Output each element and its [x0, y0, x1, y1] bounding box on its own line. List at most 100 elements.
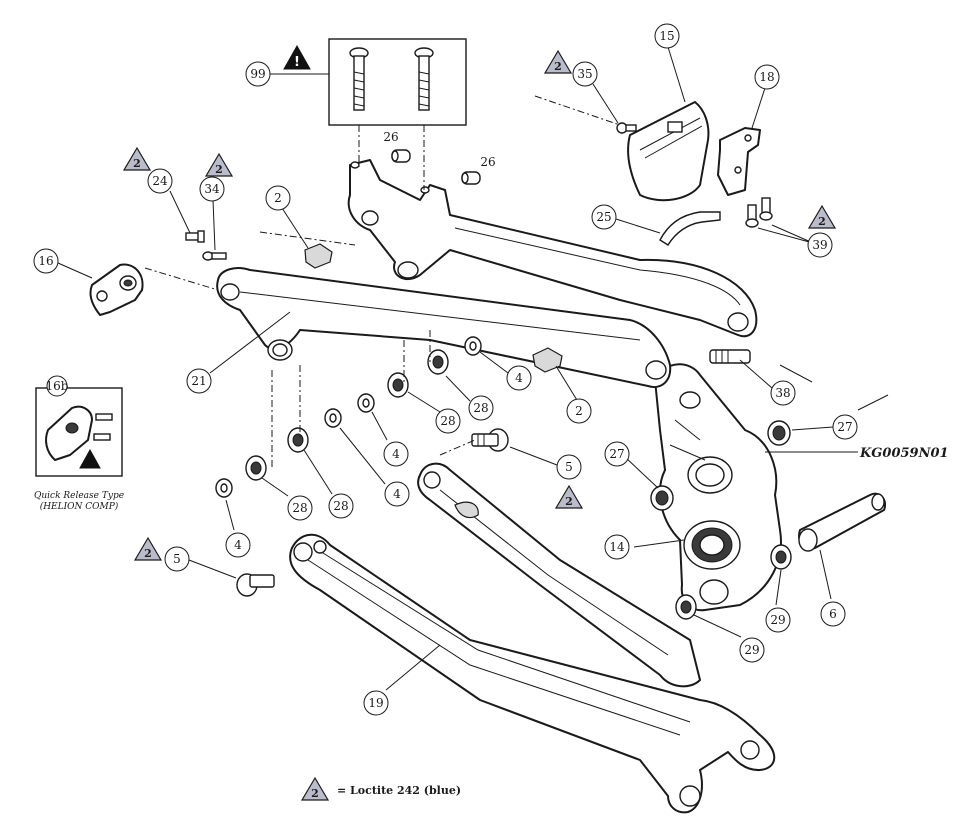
part-bolt-5-right	[471, 428, 509, 452]
callout-label: 5	[173, 552, 181, 566]
part-clip-2-right	[532, 347, 563, 373]
callout-21: 21	[186, 368, 212, 394]
callout-34: 34	[199, 176, 225, 202]
part-bracket-18	[717, 127, 761, 196]
callout-26a: 26	[383, 130, 398, 144]
part-washers-4	[215, 336, 482, 498]
callout-5right: 5	[556, 454, 582, 480]
callout-label: 2	[575, 404, 583, 418]
warning-triangle-icon: !	[283, 44, 311, 70]
part-upper-rocker	[347, 159, 758, 338]
callout-label: 29	[744, 643, 759, 657]
callout-circle	[164, 546, 190, 572]
part-swingarm-19	[289, 533, 776, 814]
loctite-badge-icon: 2	[122, 146, 152, 171]
inset-part-number: 16b	[46, 379, 69, 393]
callout-2right: 2	[566, 398, 592, 424]
loctite-badge-icon: 2	[543, 49, 573, 74]
callout-label: 28	[333, 499, 348, 513]
part-bearings-27	[650, 420, 791, 511]
callout-circle	[572, 61, 598, 87]
callout-6: 6	[820, 601, 846, 627]
callout-label: 2	[274, 191, 282, 205]
loctite-badge-icon: 2	[807, 204, 837, 229]
callout-2top: 2	[265, 185, 291, 211]
callout-circle	[566, 398, 592, 424]
part-main-pivot-body	[654, 363, 782, 612]
callout-circle	[820, 601, 846, 627]
callout-4c: 4	[384, 481, 410, 507]
callout-29right: 29	[765, 607, 791, 633]
callout-label: 14	[609, 540, 625, 554]
callout-4a: 4	[506, 365, 532, 391]
callout-circle	[765, 607, 791, 633]
callout-circle	[604, 441, 630, 467]
inset-quick-release: 16b Quick Release Type (HELION COMP)	[34, 375, 124, 512]
loctite-badge-icon: 2	[554, 484, 584, 509]
part-chain-guide-15	[627, 101, 710, 202]
callout-label: 28	[292, 501, 307, 515]
callout-4d: 4	[225, 532, 251, 558]
part-axle-38	[709, 349, 751, 364]
inset-caption-line2: (HELION COMP)	[40, 501, 119, 512]
warning-mark: !	[294, 55, 300, 70]
callout-circle	[591, 204, 617, 230]
callout-circle	[265, 185, 291, 211]
callout-circle	[468, 395, 494, 421]
part-bolt-5-left	[236, 573, 275, 597]
part-lower-link	[417, 462, 701, 688]
callout-27right: 27	[832, 414, 858, 440]
callout-15: 15	[654, 23, 680, 49]
callout-circle	[739, 637, 765, 663]
part-screw-35	[616, 122, 637, 134]
callout-label: 39	[812, 238, 827, 252]
callout-28d: 28	[287, 495, 313, 521]
callout-label: 19	[368, 696, 383, 710]
callout-99: 99	[245, 61, 271, 87]
callout-circle	[435, 408, 461, 434]
callout-circle	[363, 690, 389, 716]
callout-circle	[147, 168, 173, 194]
legend: 2 = Loctite 242 (blue)	[300, 776, 461, 801]
part-pins-26	[391, 149, 481, 185]
callout-circle	[807, 232, 833, 258]
legend-symbol: 2	[311, 787, 319, 800]
callout-label: 28	[440, 414, 455, 428]
loctite-badge-label: 2	[144, 547, 152, 560]
callout-19: 19	[363, 690, 389, 716]
part-bolts-39	[745, 197, 773, 228]
part-axle-6	[798, 492, 886, 552]
callout-label: 35	[577, 67, 592, 81]
callout-18: 18	[754, 64, 780, 90]
callout-38: 38	[770, 380, 796, 406]
callout-4b: 4	[383, 441, 409, 467]
callout-circle	[245, 61, 271, 87]
legend-text: = Loctite 242 (blue)	[337, 784, 461, 797]
callout-5left: 5	[164, 546, 190, 572]
part-cable-tube-25	[659, 211, 721, 246]
callout-label: 16	[38, 254, 53, 268]
loctite-badge-label: 2	[554, 60, 562, 73]
callout-circle	[225, 532, 251, 558]
callout-label: 38	[775, 386, 790, 400]
callout-label: 27	[609, 447, 624, 461]
callout-24: 24	[147, 168, 173, 194]
part-clip-2-top	[304, 243, 333, 269]
callout-circle	[654, 23, 680, 49]
callout-label: 99	[250, 67, 265, 81]
loctite-badge-label: 2	[818, 215, 826, 228]
callout-circle	[506, 365, 532, 391]
callout-circle	[384, 481, 410, 507]
callout-label: 5	[565, 460, 573, 474]
callout-label: 15	[659, 29, 674, 43]
part-screw-34	[202, 251, 227, 261]
inset-caption-line1: Quick Release Type	[34, 491, 124, 501]
callout-circle	[383, 441, 409, 467]
callout-14: 14	[604, 534, 630, 560]
callout-circle	[832, 414, 858, 440]
callout-circle	[199, 176, 225, 202]
part-screw-24	[185, 230, 205, 243]
callout-28a: 28	[468, 395, 494, 421]
